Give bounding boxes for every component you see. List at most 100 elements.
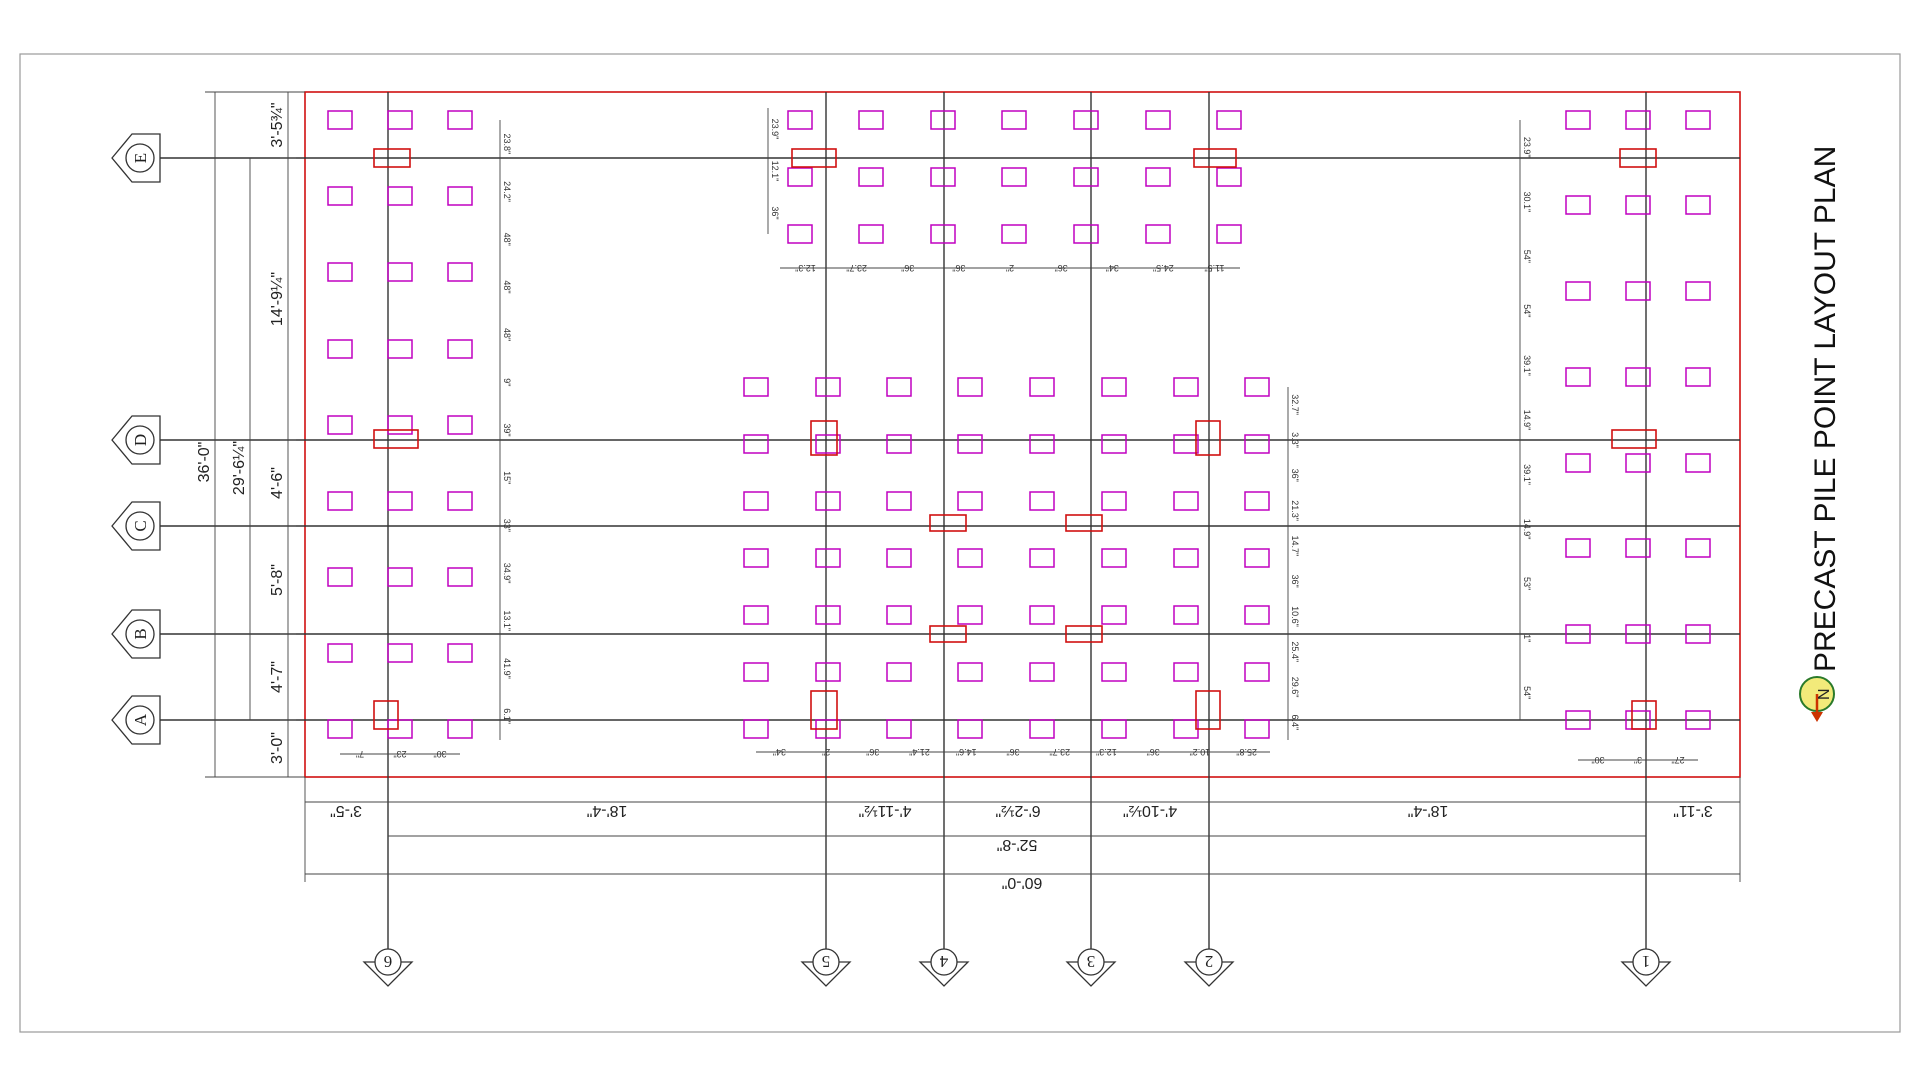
spacing-label: 41.9" [502,658,512,679]
pile-point [1029,548,1055,568]
spacing-label: 12.1" [770,161,780,182]
pile-point [387,339,413,359]
pile-point [1101,605,1127,625]
pile-point [1685,538,1711,558]
dim-bottom-seg-3: 4'-11½" [859,802,912,819]
spacing-label: 30" [1591,755,1604,765]
dim-grid-span: 52'-8" [997,836,1038,853]
pile-point [387,262,413,282]
pile-point [858,110,884,130]
pile-point [1101,548,1127,568]
pile-cap [1611,429,1657,449]
pile-point [327,186,353,206]
pile-point [1565,110,1591,130]
pile-point [327,567,353,587]
pile-point [957,548,983,568]
row-bubbles: E D C B A [111,133,161,745]
pile-cap [810,690,838,730]
north-arrow: N [1799,676,1835,722]
spacing-label: 3.3" [1290,432,1300,448]
pile-cap [1065,514,1103,532]
pile-cap [373,148,411,168]
pile-cap [1065,625,1103,643]
column-bubbles: 6 5 4 3 2 1 [362,948,1672,987]
pile-point [1029,377,1055,397]
column-bubble-2: 2 [1183,948,1235,987]
pile-point [1173,434,1199,454]
column-label-3: 3 [1087,952,1096,971]
pile-cap [1631,700,1657,730]
drawing-title-block: N PRECAST PILE POINT LAYOUT PLAN [1799,146,1842,722]
dim-bottom-seg-6: 18'-4" [1408,802,1449,819]
pile-point [327,262,353,282]
row-bubble-c: C [111,501,161,551]
column-bubble-6: 6 [362,948,414,987]
pile-cap [1195,690,1221,730]
spacing-label: 14.7" [1290,535,1300,556]
pile-point [787,224,813,244]
pile-point [1101,491,1127,511]
column-label-6: 6 [384,952,393,971]
pile-point [327,110,353,130]
pile-point [327,491,353,511]
spacing-label: 6.1" [502,708,512,724]
pile-cap [929,625,967,643]
pile-point [957,662,983,682]
dim-grid-height: 29'-6¼" [231,441,248,495]
spacing-label: 36" [866,747,879,757]
spacing-label: 54" [1522,250,1532,263]
pile-point [1101,377,1127,397]
spacing-label: 12.3" [1096,747,1117,757]
pile-point [1565,281,1591,301]
pile-caps [373,148,1657,730]
pile-point [447,110,473,130]
spacing-label: 13.1" [502,610,512,631]
dim-bottom-seg-7: 3'-11" [1673,802,1713,819]
spacing-label: 23.7" [1049,747,1070,757]
pile-point [743,605,769,625]
pile-point [743,548,769,568]
pile-point [858,167,884,187]
spacing-label: 15" [502,471,512,484]
dim-left-seg-2: 14'-9¼" [269,272,286,326]
spacing-label: 33" [502,519,512,532]
spacing-label: 34" [773,747,786,757]
pile-point [1565,453,1591,473]
spacing-label: 34.9" [502,563,512,584]
spacing-label: 11.5" [1204,263,1224,273]
pile-point [387,567,413,587]
pile-point [1001,167,1027,187]
spacing-label: 21.3" [1290,500,1300,521]
pile-point [1073,167,1099,187]
row-label-c: C [131,520,150,531]
dim-bottom-seg-4: 6'-2½" [995,802,1040,819]
spacing-label: 21.4" [909,747,930,757]
pile-point [957,377,983,397]
spacing-label: 12.3" [795,263,816,273]
spacing-label: 53" [1522,577,1532,590]
pile-point [1073,224,1099,244]
pile-point [743,719,769,739]
pile-point [447,491,473,511]
spacing-label: 9" [502,378,512,386]
spacing-label: 3" [1634,755,1642,765]
pile-point [815,662,841,682]
spacing-label: 6.4" [1290,714,1300,730]
pile-point [957,434,983,454]
pile-point [1173,719,1199,739]
pile-point [387,110,413,130]
spacing-label: 7" [356,749,364,759]
pile-point [447,719,473,739]
pile-point [1244,491,1270,511]
spacing-label: 36" [1290,469,1300,482]
spacing-label: 10.2" [1190,747,1211,757]
dim-overall-height: 36'-0" [196,442,213,483]
pile-point [327,643,353,663]
spacing-label: 14.9" [1522,410,1532,431]
spacing-label: 48" [502,233,512,246]
pile-point [327,719,353,739]
spacing-label: 2" [1006,263,1014,273]
pile-point [1173,662,1199,682]
spacing-label: 14.9" [1522,519,1532,540]
spacing-label: 36" [770,206,780,219]
